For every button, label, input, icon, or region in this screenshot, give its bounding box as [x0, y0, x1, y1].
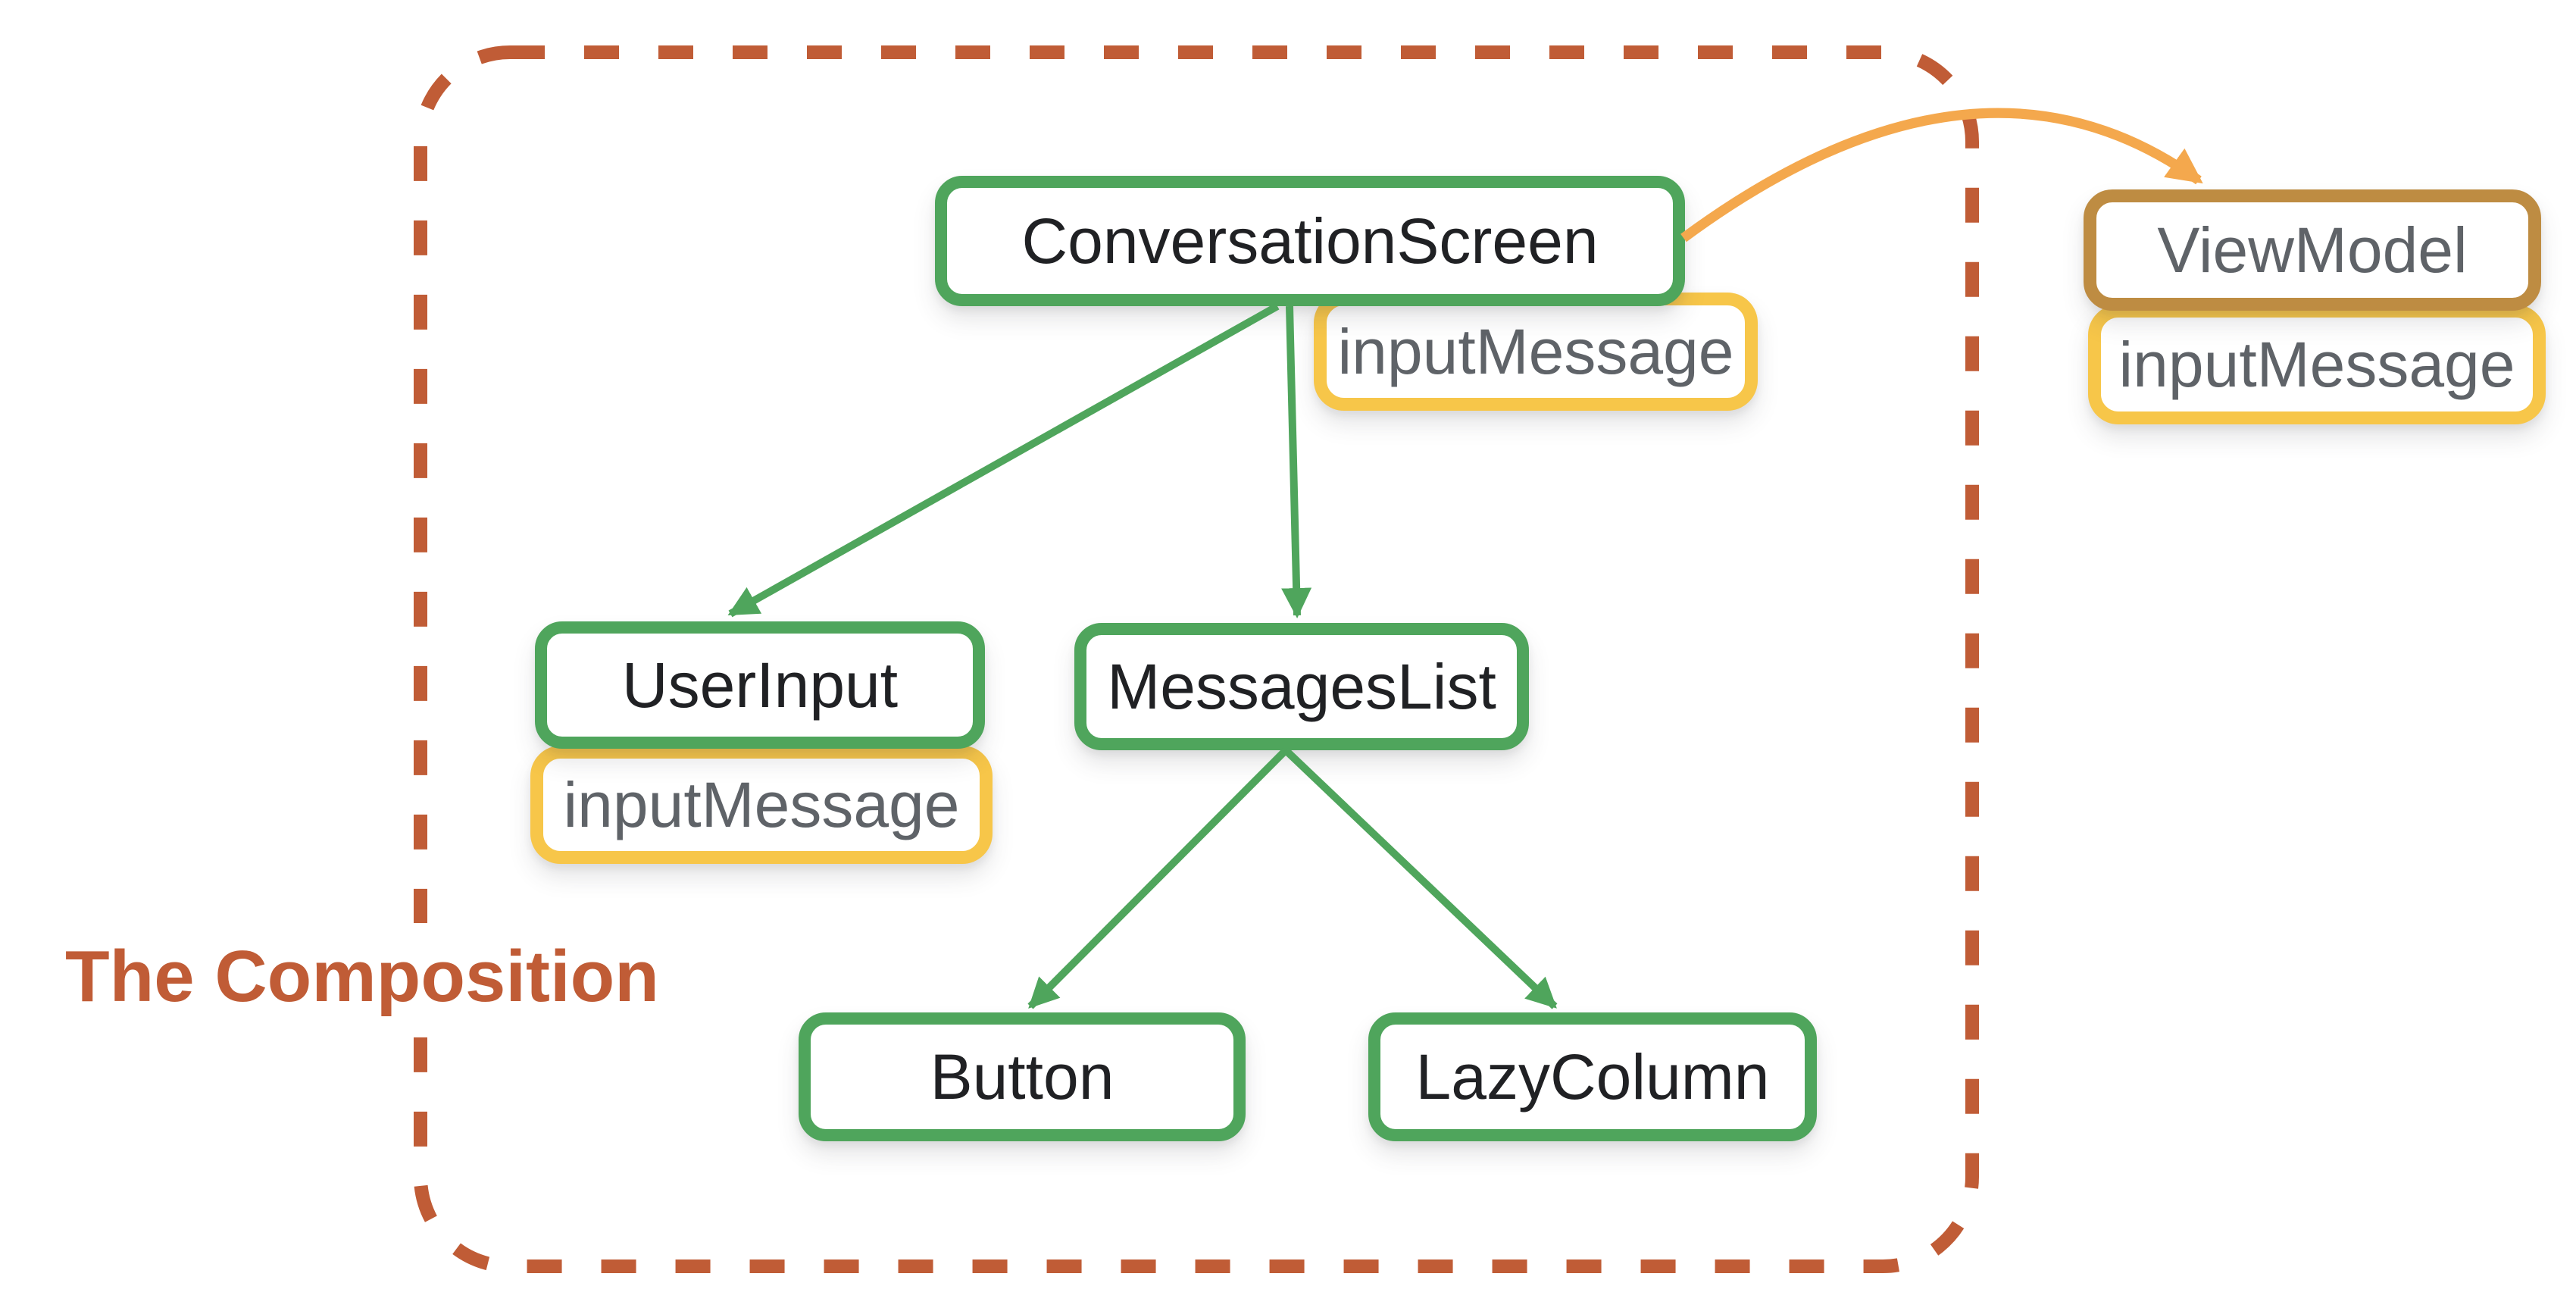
composition-title: The Composition: [44, 923, 680, 1031]
node-label: UserInput: [621, 649, 899, 721]
node-label: LazyColumn: [1415, 1041, 1770, 1112]
node-input-message-conversation-screen: inputMessage: [1314, 293, 1758, 411]
node-input-message-view-model: inputMessage: [2088, 305, 2546, 424]
node-label: ViewModel: [2157, 214, 2468, 286]
node-conversation-screen: ConversationScreen: [935, 176, 1685, 306]
node-label: MessagesList: [1107, 651, 1496, 722]
node-messages-list: MessagesList: [1074, 623, 1529, 750]
edge-conversationscreen-userinput: [727, 302, 1280, 618]
edge-conversationscreen-messageslist: [1281, 305, 1312, 618]
node-label: inputMessage: [2118, 329, 2515, 400]
edge-messageslist-lazycolumn: [1283, 747, 1558, 1009]
node-lazy-column: LazyColumn: [1368, 1012, 1817, 1141]
node-user-input: UserInput: [535, 621, 985, 749]
node-label: inputMessage: [563, 769, 960, 840]
node-input-message-user-input: inputMessage: [530, 746, 993, 864]
node-view-model: ViewModel: [2084, 189, 2541, 311]
edge-messageslist-button: [1027, 747, 1289, 1009]
node-label: ConversationScreen: [1021, 205, 1599, 277]
node-label: inputMessage: [1337, 316, 1734, 387]
node-button: Button: [799, 1012, 1246, 1141]
node-label: Button: [930, 1041, 1114, 1112]
